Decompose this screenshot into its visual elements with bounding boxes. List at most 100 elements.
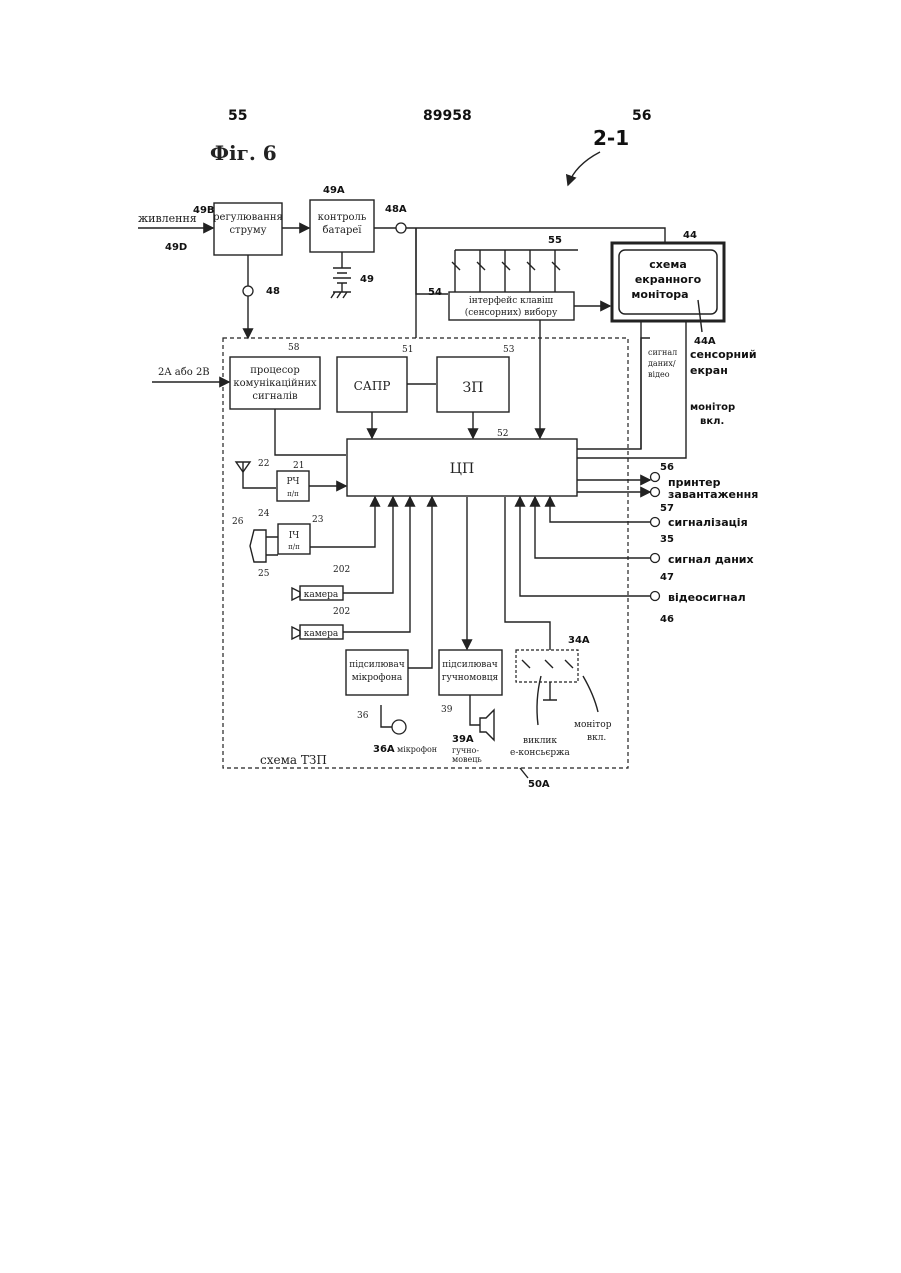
port-57 [651, 488, 660, 497]
label-47: 47 [660, 572, 674, 583]
mic-amp-line2: мікрофона [352, 673, 403, 683]
microphone-icon [392, 720, 406, 734]
reference-arrow [568, 152, 600, 185]
mic-amp-line1: підсилювач [349, 660, 404, 670]
handset-icon [250, 530, 266, 562]
concierge-line2: е-консьєржа [510, 748, 570, 758]
monitor-on2-line1: монітор [574, 720, 612, 730]
monitor-on2-line2: вкл. [587, 733, 606, 743]
monitor-on-line2: вкл. [700, 416, 724, 427]
camera-1-label: камера [304, 590, 339, 600]
label-57: 57 [660, 503, 674, 514]
label-21: 21 [293, 461, 304, 471]
label-51: 51 [402, 345, 413, 355]
label-25: 25 [258, 569, 270, 579]
label-202-b: 202 [333, 607, 350, 617]
figure-label: Фіг. 6 [210, 141, 277, 165]
node-48 [243, 286, 253, 296]
document-number: 89958 [423, 108, 472, 124]
label-22: 22 [258, 459, 269, 469]
label-49b: 49B [193, 205, 215, 216]
speaker-line2: мовець [452, 755, 482, 764]
camera-2-label: камера [304, 629, 339, 639]
figure-reference: 2-1 [593, 126, 629, 150]
comm-processor-line1: процесор [250, 365, 299, 376]
alarm-label: сигналізація [668, 516, 748, 529]
sapr-label: САПР [354, 379, 391, 393]
microphone-label: мікрофон [397, 745, 437, 754]
port-35 [651, 518, 660, 527]
speaker-amp-line1: підсилювач [442, 660, 497, 670]
speaker-icon [480, 710, 494, 740]
if-line1: ІЧ [289, 531, 300, 541]
label-49d: 49D [165, 242, 187, 253]
monitor-line2: екранного [635, 273, 702, 286]
current-regulation-line2: струму [229, 225, 266, 236]
label-44: 44 [683, 230, 697, 241]
battery-control-line2: батареї [323, 225, 363, 236]
signal-data-video-line1: сигнал [648, 348, 677, 357]
loading-label: завантаження [668, 488, 758, 501]
circuit-label: схема ТЗП [260, 753, 327, 767]
keys-interface-line2: (сенсорних) вибору [465, 307, 558, 318]
label-23: 23 [312, 515, 324, 525]
camera-1-icon [292, 588, 300, 600]
label-58: 58 [288, 343, 300, 353]
comm-processor-line3: сигналів [252, 391, 298, 402]
cpu-label: ЦП [450, 461, 474, 477]
call-switches-group [516, 650, 578, 682]
camera-2-icon [292, 627, 300, 639]
concierge-line1: виклик [523, 736, 557, 746]
monitor-line3: монітора [631, 288, 688, 301]
speaker-line1: гучно- [452, 746, 479, 755]
port-46 [651, 592, 660, 601]
label-49: 49 [360, 274, 374, 285]
label-56: 56 [660, 462, 674, 473]
label-26: 26 [232, 517, 244, 527]
rf-line1: РЧ [286, 477, 299, 487]
battery-control-line1: контроль [318, 212, 367, 223]
signal-data-video-line3: відео [648, 370, 670, 379]
monitor-line1: схема [649, 258, 687, 271]
port-56 [651, 473, 660, 482]
zp-label: ЗП [463, 380, 484, 396]
node-48a [396, 223, 406, 233]
label-39a: 39A [452, 734, 474, 745]
page-number-right: 56 [632, 108, 651, 124]
label-36a: 36A [373, 744, 395, 755]
video-signal-label: відеосигнал [668, 591, 746, 604]
label-50a: 50A [528, 779, 550, 790]
label-53: 53 [503, 345, 515, 355]
label-54: 54 [428, 287, 442, 298]
touch-screen-line2: екран [690, 364, 728, 377]
label-44a: 44A [694, 336, 716, 347]
label-24: 24 [258, 509, 270, 519]
line-2a-label: 2A або 2B [158, 367, 210, 378]
label-36: 36 [357, 711, 369, 721]
rf-line2: п/п [287, 490, 299, 498]
keys-interface-line1: інтерфейс клавіш [469, 296, 554, 306]
speaker-amp-line2: гучномовця [442, 673, 499, 683]
if-line2: п/п [288, 543, 300, 551]
data-signal-label: сигнал даних [668, 553, 754, 566]
monitor-on-line1: монітор [690, 402, 735, 413]
supply-label: живлення [138, 212, 197, 225]
page-number-left: 55 [228, 108, 247, 124]
comm-processor-line2: комунікаційних [233, 378, 317, 389]
touch-screen-line1: сенсорний [690, 348, 757, 361]
label-202-a: 202 [333, 565, 350, 575]
label-48a: 48A [385, 204, 407, 215]
label-34a: 34A [568, 635, 590, 646]
signal-data-video-line2: даних/ [648, 359, 676, 368]
label-48: 48 [266, 286, 280, 297]
key-switches [455, 250, 555, 292]
label-52: 52 [497, 429, 508, 439]
battery-icon [333, 268, 351, 283]
label-46: 46 [660, 614, 674, 625]
port-47 [651, 554, 660, 563]
label-55: 55 [548, 235, 562, 246]
label-35: 35 [660, 534, 674, 545]
label-49a: 49A [323, 185, 345, 196]
